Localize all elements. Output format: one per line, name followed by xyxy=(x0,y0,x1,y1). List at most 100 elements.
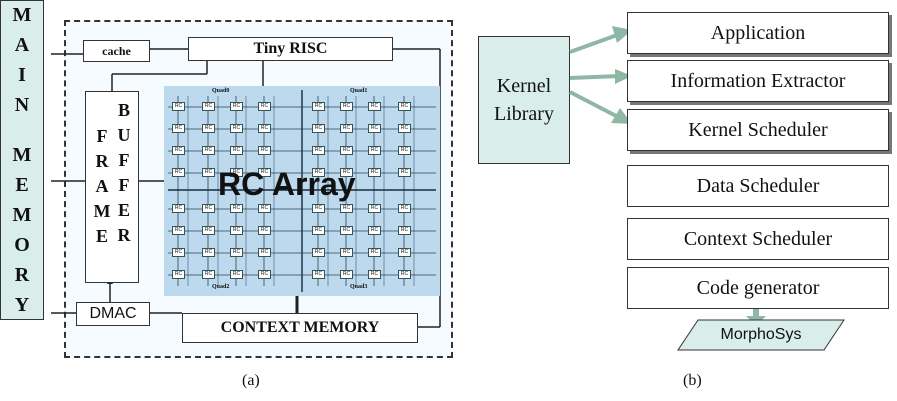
rc-cell: RC xyxy=(340,270,353,279)
rc-cell: RC xyxy=(312,102,325,111)
rc-cell: RC xyxy=(202,248,215,257)
quadrant-label: Quad0 xyxy=(212,88,230,94)
main-memory-letter: O xyxy=(14,234,30,256)
morphosys-label: MorphoSys xyxy=(720,326,802,343)
rc-cell: RC xyxy=(398,102,411,111)
stack-box: Data Scheduler xyxy=(627,165,889,207)
rc-cell: RC xyxy=(258,146,271,155)
buffer-letter: F xyxy=(118,150,130,170)
kernel-library-block: Kernel Library xyxy=(478,36,570,164)
rc-cell: RC xyxy=(202,168,215,177)
rc-cell: RC xyxy=(258,226,271,235)
context-memory-block: CONTEXT MEMORY xyxy=(182,313,418,343)
rc-cell: RC xyxy=(258,168,271,177)
main-memory-letter: A xyxy=(14,34,30,56)
stack-box: Context Scheduler xyxy=(627,218,889,260)
rc-cell: RC xyxy=(312,146,325,155)
rc-cell: RC xyxy=(258,270,271,279)
rc-cell: RC xyxy=(230,102,243,111)
rc-cell: RC xyxy=(172,204,185,213)
main-memory-letter: N xyxy=(14,94,30,116)
rc-cell: RC xyxy=(340,102,353,111)
rc-cell: RC xyxy=(312,226,325,235)
rc-array-title: RC Array xyxy=(218,166,356,202)
kernel-library-line2: Library xyxy=(494,103,554,125)
rc-cell: RC xyxy=(368,226,381,235)
main-memory-letter: M xyxy=(12,4,32,26)
rc-cell: RC xyxy=(258,204,271,213)
rc-cell: RC xyxy=(230,168,243,177)
main-memory-letter: M xyxy=(12,144,32,166)
stack-box: Code generator xyxy=(627,267,889,309)
caption-b: (b) xyxy=(683,372,702,389)
quadrant-label: Quad1 xyxy=(350,88,368,94)
buffer-letter: E xyxy=(117,200,130,220)
buffer-letter: F xyxy=(118,175,130,195)
buffer-letter: B xyxy=(117,100,130,120)
rc-cell: RC xyxy=(368,248,381,257)
rc-cell: RC xyxy=(398,248,411,257)
rc-cell: RC xyxy=(340,204,353,213)
rc-cell: RC xyxy=(312,248,325,257)
rc-cell: RC xyxy=(230,146,243,155)
rc-cell: RC xyxy=(230,226,243,235)
rc-cell: RC xyxy=(202,270,215,279)
main-memory-letter: R xyxy=(14,264,30,286)
rc-cell: RC xyxy=(172,270,185,279)
rc-cell: RC xyxy=(398,226,411,235)
rc-cell: RC xyxy=(368,146,381,155)
caption-a: (a) xyxy=(242,372,260,389)
rc-cell: RC xyxy=(368,270,381,279)
buffer-letter: R xyxy=(117,225,131,245)
rc-cell: RC xyxy=(340,168,353,177)
rc-cell: RC xyxy=(398,124,411,133)
rc-cell: RC xyxy=(230,124,243,133)
rc-cell: RC xyxy=(230,204,243,213)
rc-cell: RC xyxy=(172,168,185,177)
rc-cell: RC xyxy=(202,204,215,213)
rc-cell: RC xyxy=(230,270,243,279)
rc-cell: RC xyxy=(258,102,271,111)
rc-cell: RC xyxy=(172,102,185,111)
rc-cell: RC xyxy=(172,124,185,133)
buffer-letter: U xyxy=(117,125,131,145)
quadrant-label: Quad2 xyxy=(212,284,230,290)
main-memory-letter: I xyxy=(18,64,26,86)
dmac-block: DMAC xyxy=(76,302,150,326)
rc-cell: RC xyxy=(340,146,353,155)
rc-cell: RC xyxy=(172,146,185,155)
rc-cell: RC xyxy=(202,146,215,155)
rc-cell: RC xyxy=(202,102,215,111)
rc-cell: RC xyxy=(312,270,325,279)
rc-cell: RC xyxy=(172,248,185,257)
stack-box: Information Extractor xyxy=(627,60,889,102)
tiny-risc-block: Tiny RISC xyxy=(188,37,393,61)
frame-letter: A xyxy=(95,176,109,196)
stack-box: Application xyxy=(627,12,889,54)
frame-letter: E xyxy=(95,226,108,246)
rc-cell: RC xyxy=(258,124,271,133)
frame-letter: F xyxy=(96,126,108,146)
main-memory-letter: Y xyxy=(14,294,30,316)
rc-cell: RC xyxy=(368,124,381,133)
rc-cell: RC xyxy=(368,204,381,213)
rc-cell: RC xyxy=(398,146,411,155)
rc-cell: RC xyxy=(368,102,381,111)
quadrant-label: Quad3 xyxy=(350,284,368,290)
rc-cell: RC xyxy=(340,124,353,133)
rc-cell: RC xyxy=(230,248,243,257)
rc-cell: RC xyxy=(172,226,185,235)
frame-letter: R xyxy=(95,151,109,171)
rc-cell: RC xyxy=(202,226,215,235)
frame-letter: M xyxy=(93,201,111,221)
rc-cell: RC xyxy=(312,168,325,177)
kernel-library-line1: Kernel xyxy=(496,75,552,97)
rc-cell: RC xyxy=(312,124,325,133)
rc-cell: RC xyxy=(368,168,381,177)
cache-block: cache xyxy=(83,40,150,62)
rc-cell: RC xyxy=(398,204,411,213)
